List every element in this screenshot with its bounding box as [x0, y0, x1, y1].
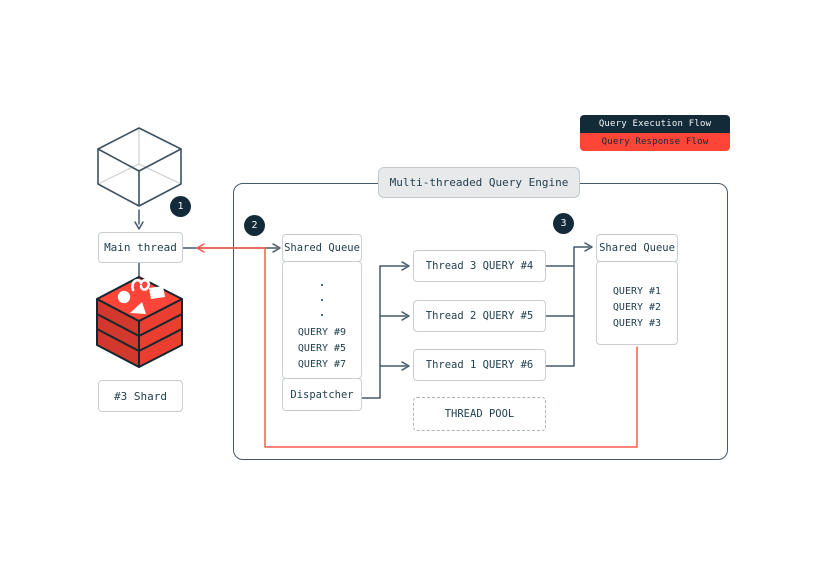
queue-item: QUERY #7	[297, 359, 347, 370]
queue-item: QUERY #5	[297, 343, 347, 354]
cube-glyphs-icon	[117, 278, 165, 314]
queue-item: QUERY #9	[297, 327, 347, 338]
down-arrow-icon	[134, 209, 144, 230]
wireframe-box-icon	[97, 127, 182, 207]
input-shared-queue-body: . . . QUERY #9 QUERY #5 QUERY #7	[282, 261, 362, 379]
main-thread-node: Main thread	[98, 232, 183, 263]
step-badge-3: 3	[553, 213, 574, 234]
thread-2-node: Thread 2 QUERY #5	[413, 300, 546, 332]
input-queue-items: QUERY #9 QUERY #5 QUERY #7	[283, 325, 361, 373]
output-shared-queue-body: QUERY #1 QUERY #2 QUERY #3	[596, 261, 678, 345]
queue-item: QUERY #1	[612, 286, 662, 297]
shard-node: #3 Shard	[98, 380, 183, 412]
engine-title: Multi-threaded Query Engine	[378, 167, 580, 198]
thread-1-node: Thread 1 QUERY #6	[413, 349, 546, 381]
flow-legend: Query Execution Flow Query Response Flow	[580, 115, 730, 151]
database-cube-icon	[96, 276, 183, 368]
response-flow-line	[196, 243, 638, 448]
legend-response-flow: Query Response Flow	[580, 133, 730, 151]
thread-pool-box: THREAD POOL	[413, 397, 546, 431]
step-badge-1: 1	[170, 196, 191, 217]
queue-item: QUERY #3	[612, 318, 662, 329]
output-queue-items: QUERY #1 QUERY #2 QUERY #3	[597, 284, 677, 332]
step-badge-2: 2	[244, 215, 265, 236]
execution-flow-lines	[182, 242, 593, 399]
queue-ellipsis: . . .	[318, 275, 326, 320]
thread-3-node: Thread 3 QUERY #4	[413, 250, 546, 282]
output-shared-queue-header: Shared Queue	[596, 234, 678, 262]
dispatcher-node: Dispatcher	[282, 378, 362, 411]
queue-item: QUERY #2	[612, 302, 662, 313]
legend-execution-flow: Query Execution Flow	[580, 115, 730, 133]
input-shared-queue-header: Shared Queue	[282, 234, 362, 262]
